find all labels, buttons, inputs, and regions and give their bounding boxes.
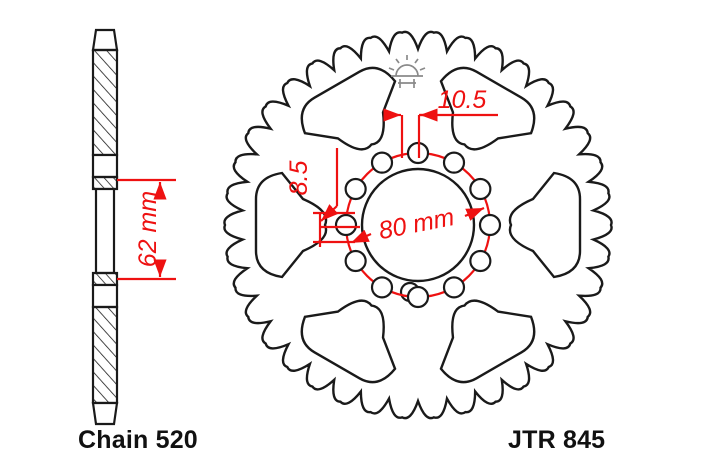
part-number-label: JTR 845 [508, 426, 606, 454]
bolt-hole [344, 249, 367, 273]
dimension-10-5-label: 10.5 [438, 86, 487, 114]
bolt-hole [370, 151, 394, 174]
front-view-group [223, 30, 613, 420]
dimension-80mm-arrow-left [350, 229, 372, 244]
spoke-window [508, 171, 582, 279]
spoke-window [300, 66, 397, 151]
sunrise-icon [388, 55, 426, 88]
dimension-62mm: 62 mm [117, 178, 176, 281]
bolt-hole [469, 249, 492, 273]
side-view-group [91, 28, 119, 426]
centre-bore [360, 167, 476, 283]
side-view-upper-step [91, 175, 119, 191]
side-view-lower-tooth-band [91, 305, 119, 405]
dimension-8-5-label: 8.5 [285, 161, 313, 196]
spoke-window [254, 171, 328, 279]
side-view-upper-tooth-band [91, 48, 119, 157]
dimension-80mm-arrow-right [464, 206, 485, 221]
side-view-bottom-tip [91, 401, 119, 426]
bolt-hole [469, 177, 492, 201]
bolt-hole [442, 276, 466, 299]
bolt-hole [478, 213, 502, 237]
side-view-lower-step [91, 271, 119, 287]
dimension-8-5-leader-arrow [320, 204, 339, 222]
side-view-lower-plain-band [91, 283, 119, 309]
dimension-10-5: 10.5 [383, 86, 498, 158]
bolt-hole [334, 213, 358, 237]
dimension-8-5: 8.5 [285, 148, 360, 247]
dimension-62mm-label: 62 mm [134, 191, 162, 267]
side-view-upper-plain-band [91, 153, 119, 179]
spoke-window [300, 299, 397, 384]
spoke-window [439, 66, 536, 151]
side-view-web [94, 187, 116, 275]
chain-size-label: Chain 520 [78, 426, 198, 454]
side-view-top-tip [91, 28, 119, 52]
bolt-hole [442, 151, 466, 174]
bolt-hole [406, 285, 430, 309]
spoke-window [439, 299, 536, 384]
bolt-hole [370, 276, 394, 299]
spoke-windows [254, 66, 582, 384]
bolt-holes [334, 141, 502, 309]
bolt-hole [344, 177, 367, 201]
